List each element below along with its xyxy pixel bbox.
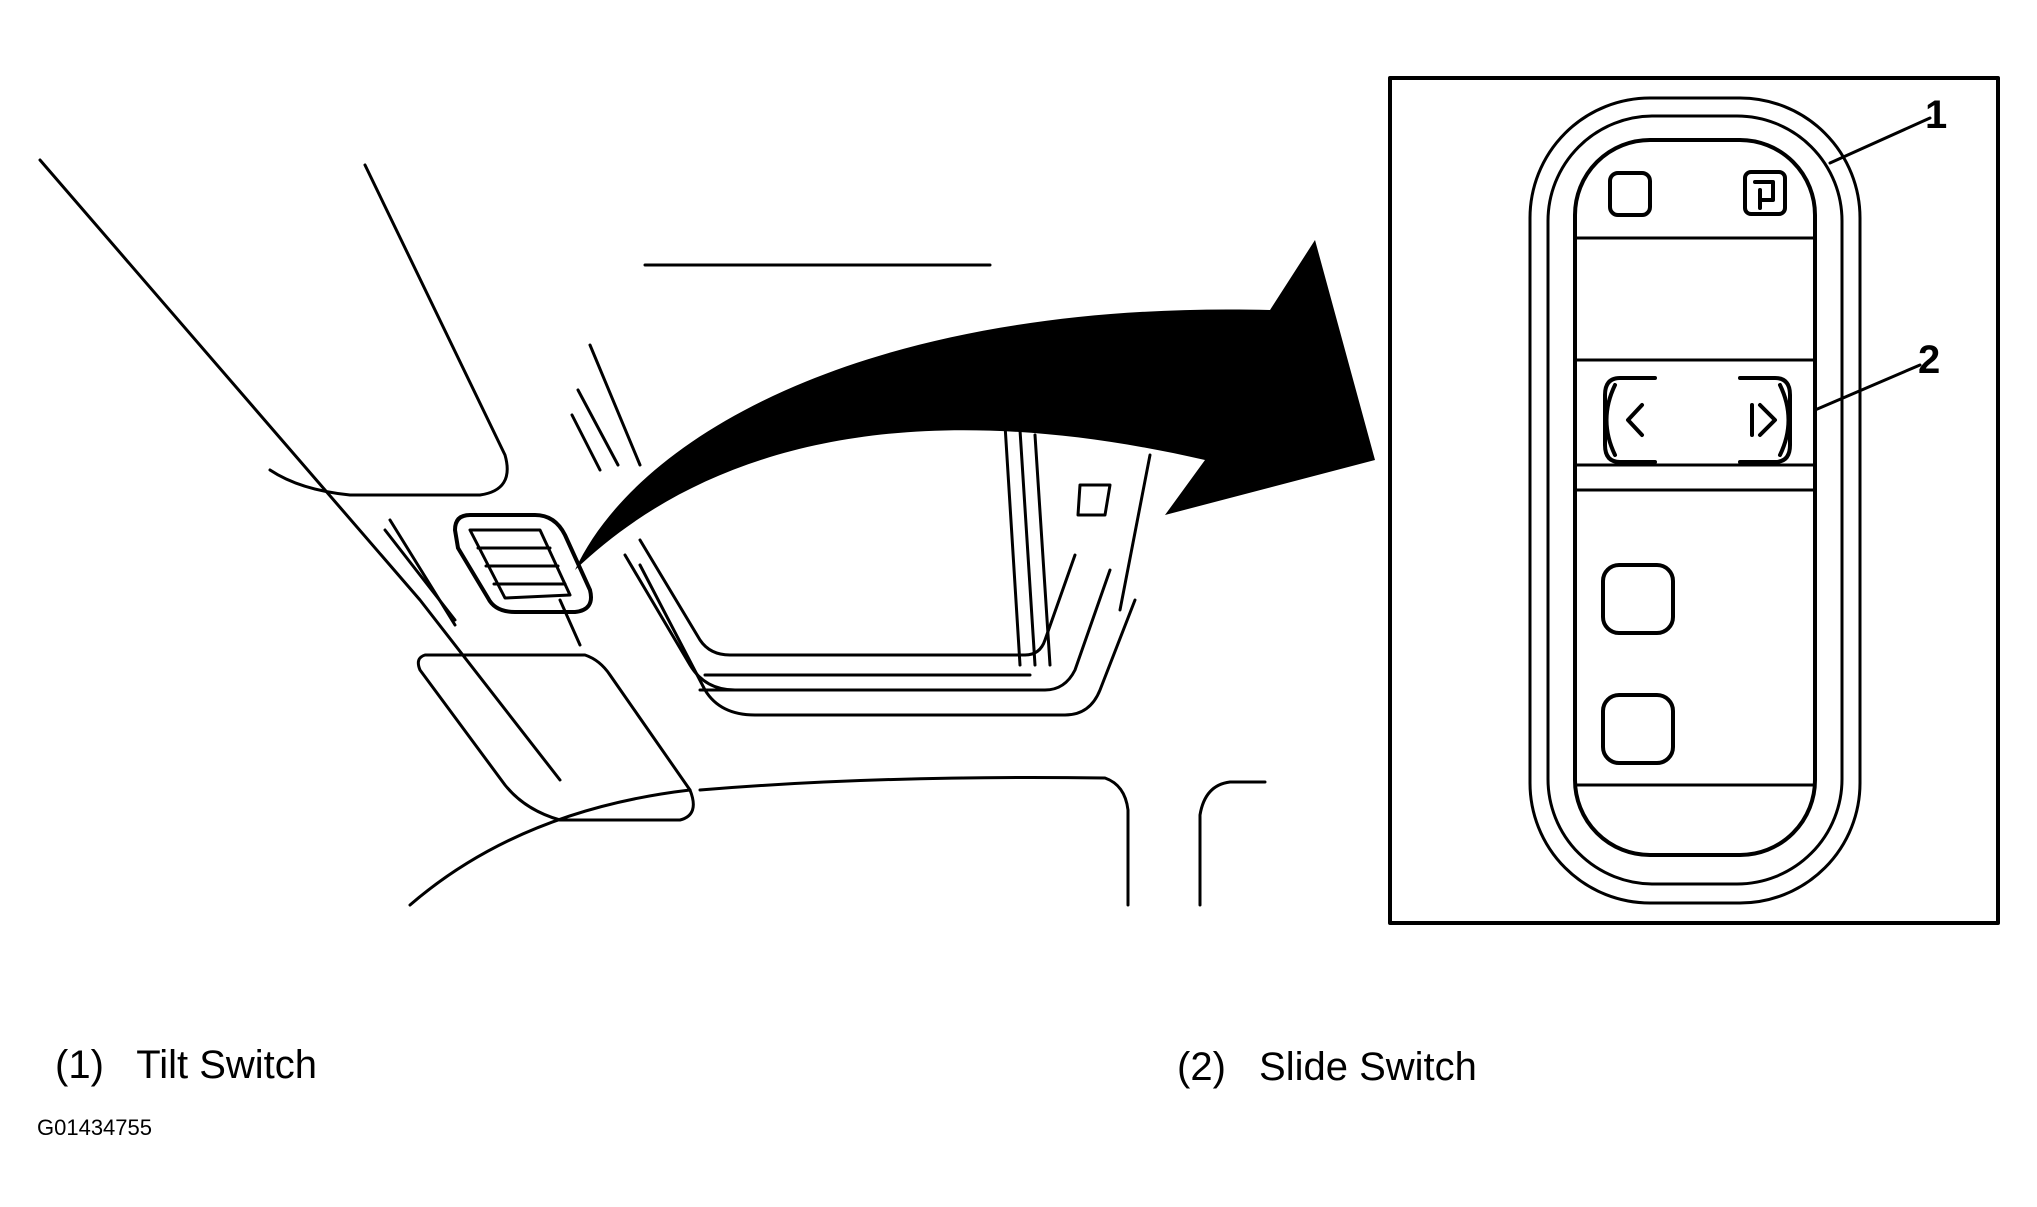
overhead-overview <box>38 158 1267 907</box>
caption-1-label: Tilt Switch <box>136 1043 318 1087</box>
pointer-arrow <box>575 240 1375 570</box>
callout-1: 1 <box>1925 93 1947 137</box>
figure-id: G01434755 <box>37 1115 152 1140</box>
tilt-switch-icon <box>1743 170 1787 216</box>
caption-1-number: (1) <box>55 1043 104 1087</box>
caption-2-label: Slide Switch <box>1259 1045 1477 1089</box>
detail-view: 1 2 <box>1388 76 2000 925</box>
caption-slide-switch: (2) Slide Switch <box>1177 1045 1477 1090</box>
lower-button-lower <box>1601 693 1675 765</box>
lower-button-upper <box>1601 563 1675 635</box>
caption-2-number: (2) <box>1177 1045 1226 1089</box>
slide-back-arrow-icon <box>1626 403 1644 437</box>
map-light-button <box>1608 171 1652 217</box>
callout-2: 2 <box>1918 338 1940 382</box>
slide-switch <box>1603 376 1792 464</box>
overview-switch <box>453 513 593 614</box>
caption-tilt-switch: (1) Tilt Switch <box>55 1043 317 1088</box>
slide-forward-arrow-icon <box>1750 403 1777 437</box>
